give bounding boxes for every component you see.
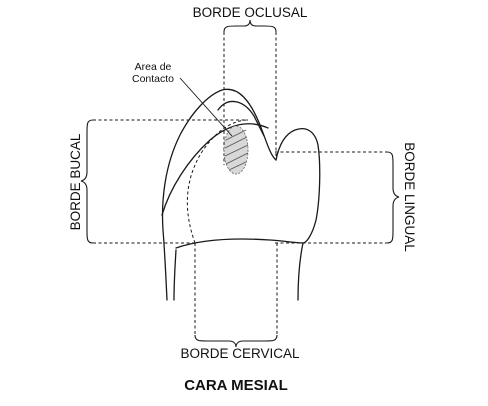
contact-leader-line (179, 77, 233, 137)
brace-left (80, 119, 94, 244)
cervical-line (175, 238, 304, 249)
cervical-border-box (194, 243, 278, 335)
label-contact-line1: Area de (135, 61, 172, 73)
label-cervical: BORDE CERVICAL (180, 346, 300, 361)
braces (80, 19, 400, 348)
root-right (297, 242, 304, 301)
buccal-cusp-inner (217, 100, 265, 137)
label-occlusal: BORDE OCLUSAL (193, 5, 308, 20)
brace-bottom (194, 334, 278, 348)
label-lingual: BORDE LINGUAL (402, 142, 417, 252)
contact-area (179, 77, 249, 175)
crown-inner-curve (161, 123, 269, 216)
label-buccal: BORDE BUCAL (68, 133, 83, 230)
root-left (173, 249, 177, 301)
brace-top (223, 19, 277, 33)
occlusal-border-box (223, 32, 277, 165)
brace-right (386, 151, 400, 244)
buccal-border-box (93, 119, 248, 244)
diagram-title: CARA MESIAL (184, 377, 288, 394)
label-contact-line2: Contacto (132, 73, 174, 85)
lingual-cusp (275, 128, 321, 244)
tooth-outlines (161, 88, 321, 301)
lingual-border-box (275, 151, 387, 244)
crown-outline (161, 88, 277, 301)
